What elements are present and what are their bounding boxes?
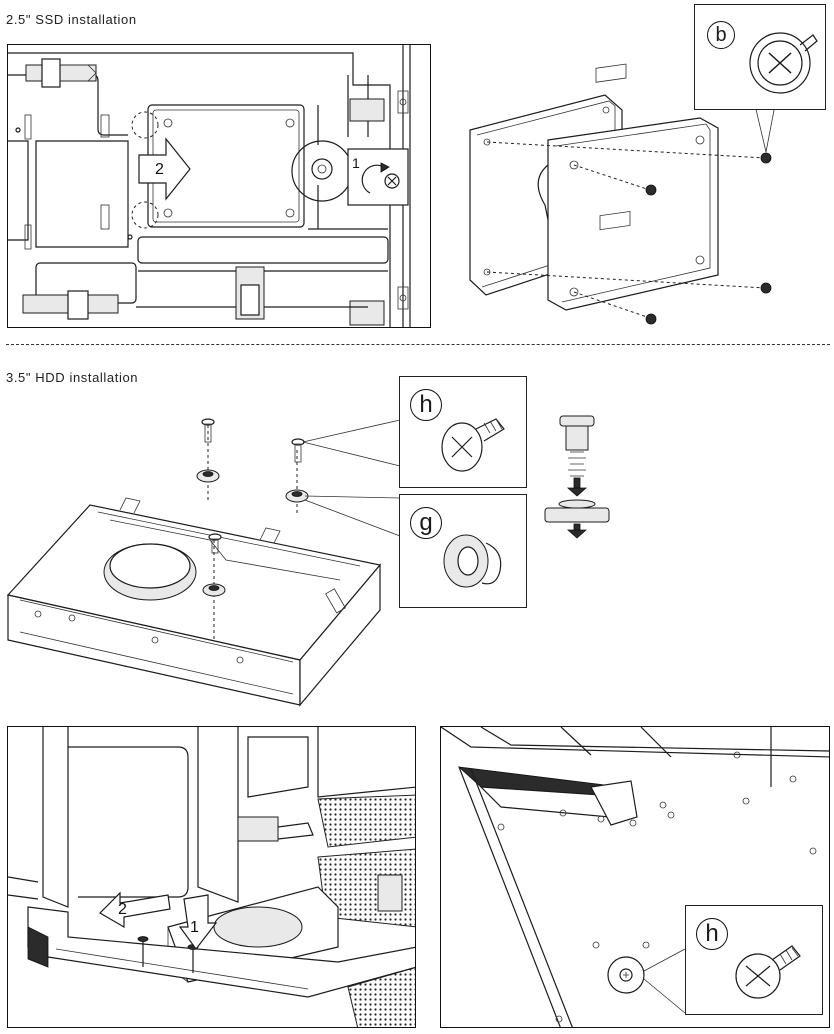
hdd-install-frame: 2 1 — [7, 726, 416, 1028]
underside-screw-callout: h — [685, 905, 823, 1015]
screw-grommet-assembly-icon — [0, 0, 834, 720]
underside-screw-h-badge: h — [696, 918, 728, 950]
install-step-1-label: 1 — [190, 919, 199, 937]
install-step-2-label: 2 — [118, 901, 127, 919]
hdd-underside-frame: h — [440, 726, 830, 1028]
insert-direction-arrow-icon — [8, 727, 416, 1028]
